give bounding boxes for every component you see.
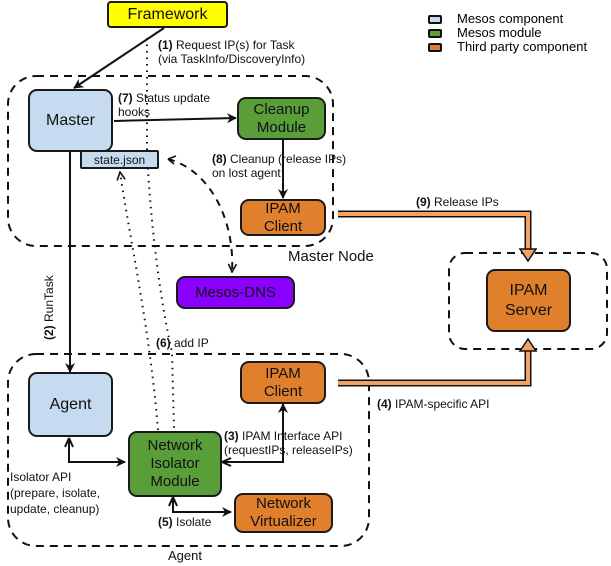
legend-item-mesos-component: Mesos component bbox=[428, 12, 587, 26]
ipam-server-label: IPAM Server bbox=[504, 281, 553, 319]
agent-ipam-client-label: IPAM Client bbox=[263, 364, 303, 400]
step3-label: (3) IPAM Interface API (requestIPs, rele… bbox=[224, 429, 353, 457]
cleanup-module-node: Cleanup Module bbox=[237, 97, 326, 140]
orange-arrow-release-ips-fill bbox=[338, 212, 530, 252]
arrow-isolator-ipam-interface bbox=[222, 403, 288, 463]
arrow-master-to-cleanup bbox=[113, 113, 237, 124]
legend-swatch-mesos-component bbox=[428, 14, 442, 24]
state-json-node: state.json bbox=[80, 150, 159, 169]
network-isolator-module-node: Network Isolator Module bbox=[128, 431, 222, 497]
dashed-arrow-state-to-dns bbox=[167, 158, 232, 272]
legend-swatch-third-party bbox=[428, 42, 442, 52]
isolator-api-label: Isolator API (prepare, isolate, update, … bbox=[10, 470, 101, 516]
master-node-region-label: Master Node bbox=[288, 248, 374, 265]
dashed-arrowhead-state-json bbox=[167, 155, 177, 165]
mesos-dns-label: Mesos-DNS bbox=[195, 283, 276, 301]
master-node: Master bbox=[28, 89, 113, 152]
mesos-dns-node: Mesos-DNS bbox=[176, 276, 295, 309]
master-node-region bbox=[7, 75, 334, 247]
orange-arrowhead-release bbox=[518, 248, 538, 263]
arrow-isolator-virtualizer bbox=[172, 497, 232, 517]
legend-item-mesos-module: Mesos module bbox=[428, 26, 587, 40]
arrow-framework-to-master bbox=[73, 27, 165, 89]
orange-arrow-ipam-specific-fill bbox=[338, 347, 530, 385]
state-json-label: state.json bbox=[93, 152, 146, 167]
arrow-agent-isolator-api bbox=[68, 438, 126, 467]
master-label: Master bbox=[46, 111, 95, 129]
network-virtualizer-label: Network Virtualizer bbox=[250, 495, 317, 530]
agent-label: Agent bbox=[49, 395, 92, 413]
arrowhead-isolator-right bbox=[221, 457, 232, 467]
step9-label: (9) Release IPs bbox=[416, 195, 499, 209]
orange-arrow-ipam-specific bbox=[338, 347, 532, 387]
master-ipam-client-node: IPAM Client bbox=[240, 199, 326, 236]
master-ipam-client-label: IPAM Client bbox=[263, 199, 303, 235]
step7-label: (7) Status update hooks bbox=[118, 91, 211, 119]
agent-ipam-client-node: IPAM Client bbox=[240, 361, 326, 404]
network-virtualizer-node: Network Virtualizer bbox=[234, 493, 333, 533]
agent-region bbox=[7, 353, 370, 547]
step1-label: (1) Request IP(s) for Task (via TaskInfo… bbox=[158, 38, 306, 66]
step4-label: (4) IPAM-specific API bbox=[377, 397, 490, 411]
legend-item-third-party: Third party component bbox=[428, 40, 587, 54]
legend-label: Third party component bbox=[457, 39, 588, 54]
dotted-arrow-add-ip bbox=[120, 172, 159, 431]
legend: Mesos component Mesos module Third party… bbox=[428, 12, 587, 54]
legend-label: Mesos module bbox=[457, 25, 542, 40]
network-isolator-module-label: Network Isolator Module bbox=[147, 437, 203, 490]
arrowhead-agent-up bbox=[64, 437, 74, 448]
cleanup-module-label: Cleanup Module bbox=[253, 100, 310, 136]
framework-label: Framework bbox=[127, 5, 208, 23]
legend-label: Mesos component bbox=[457, 11, 564, 26]
arrowhead-isolator-up bbox=[168, 496, 178, 507]
agent-region-label: Agent bbox=[168, 548, 202, 563]
ipam-server-node: IPAM Server bbox=[486, 269, 571, 332]
legend-swatch-mesos-module bbox=[428, 28, 442, 38]
framework-node: Framework bbox=[107, 1, 228, 28]
orange-arrowhead-ipam-specific bbox=[518, 337, 538, 352]
step5-label: (5) Isolate bbox=[158, 515, 212, 529]
orange-arrow-release-ips bbox=[338, 210, 532, 252]
agent-node: Agent bbox=[28, 372, 113, 437]
step8-label: (8) Cleanup (release IPs) on lost agent bbox=[212, 152, 347, 180]
step2-label: (2) RunTask bbox=[42, 275, 56, 340]
step6-label: (6) add IP bbox=[156, 336, 209, 350]
